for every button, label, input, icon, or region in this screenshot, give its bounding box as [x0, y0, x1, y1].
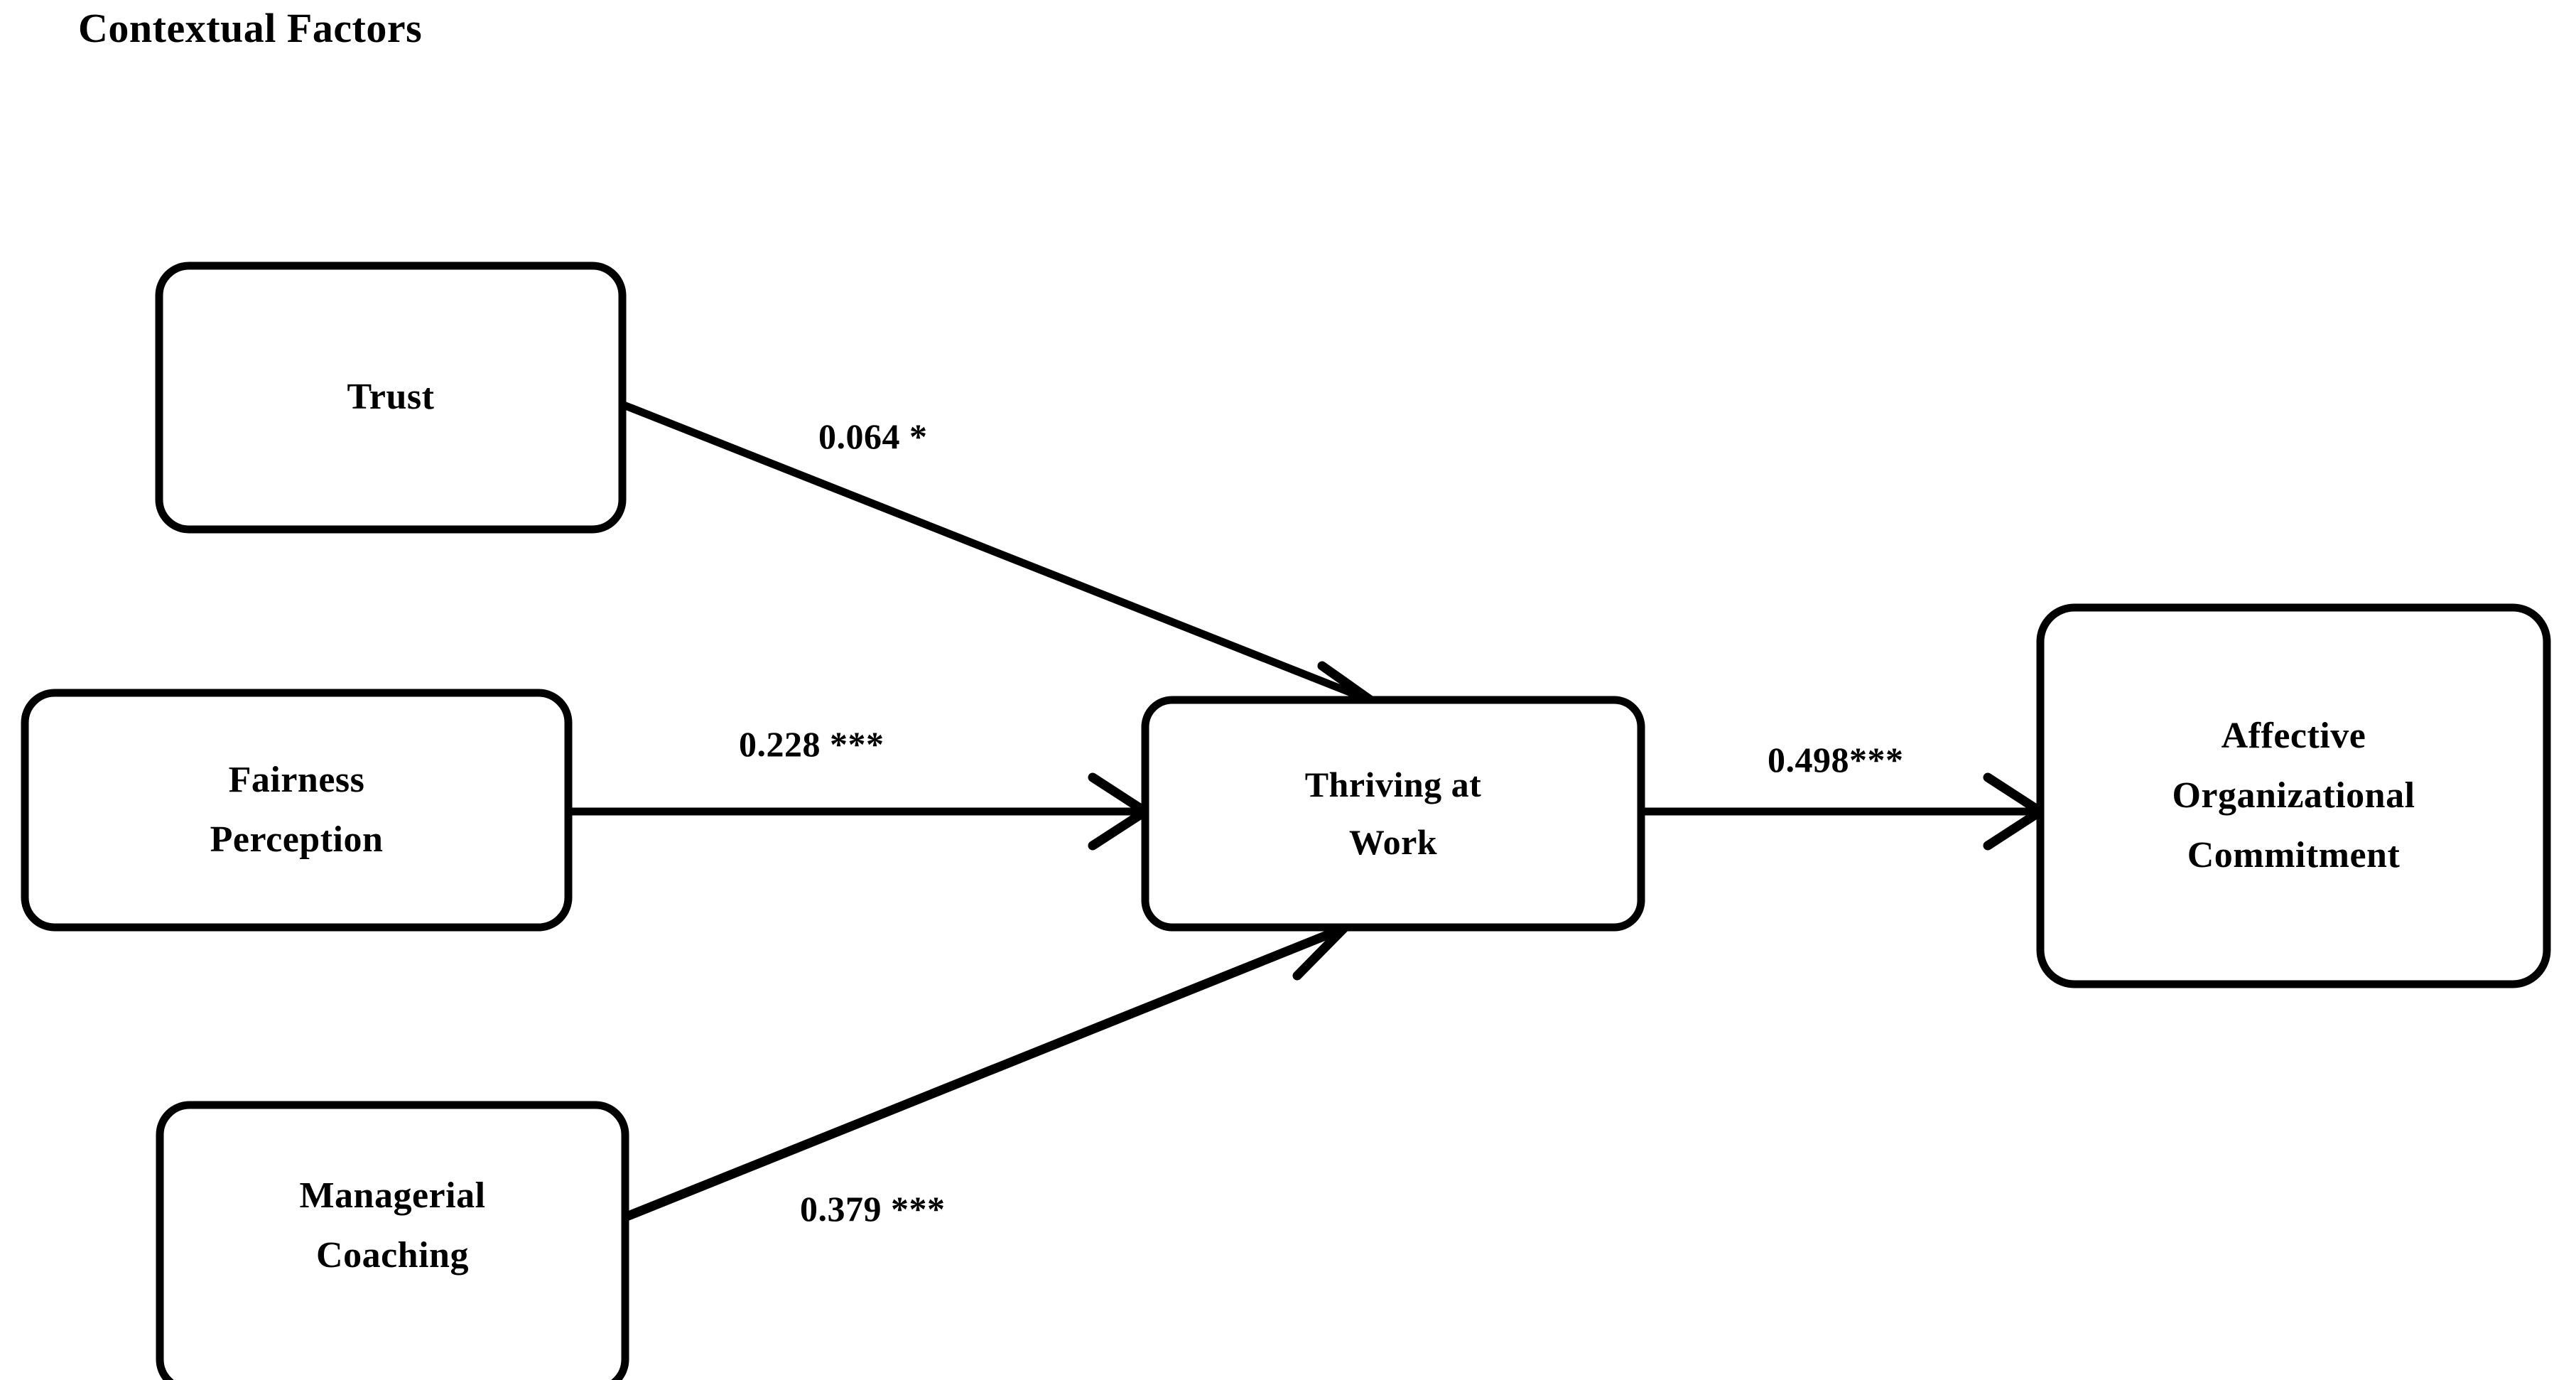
edge-label-fairness-to-thriving: 0.228 ***: [739, 724, 884, 764]
edge-label-trust-to-thriving: 0.064 *: [818, 416, 928, 456]
node-box-trust[interactable]: [155, 262, 627, 534]
node-box-affective-organizational-commitment[interactable]: [2036, 603, 2551, 988]
node-box-thriving-at-work[interactable]: [1141, 696, 1645, 932]
edge-label-coaching-to-thriving: 0.379 ***: [800, 1189, 946, 1229]
edge-label-thriving-to-commitment: 0.498***: [1768, 740, 1904, 780]
page-title: Contextual Factors: [78, 5, 423, 51]
edge-trust-to-thriving: [622, 401, 1387, 708]
edge-fairness-to-thriving: [570, 772, 1154, 851]
edge-thriving-to-commitment: [1643, 772, 2049, 851]
edge-coaching-to-thriving: [624, 919, 1355, 1222]
node-box-managerial-coaching[interactable]: [156, 1101, 629, 1380]
node-layer: [21, 262, 2551, 1380]
node-box-fairness-perception[interactable]: [21, 689, 573, 932]
